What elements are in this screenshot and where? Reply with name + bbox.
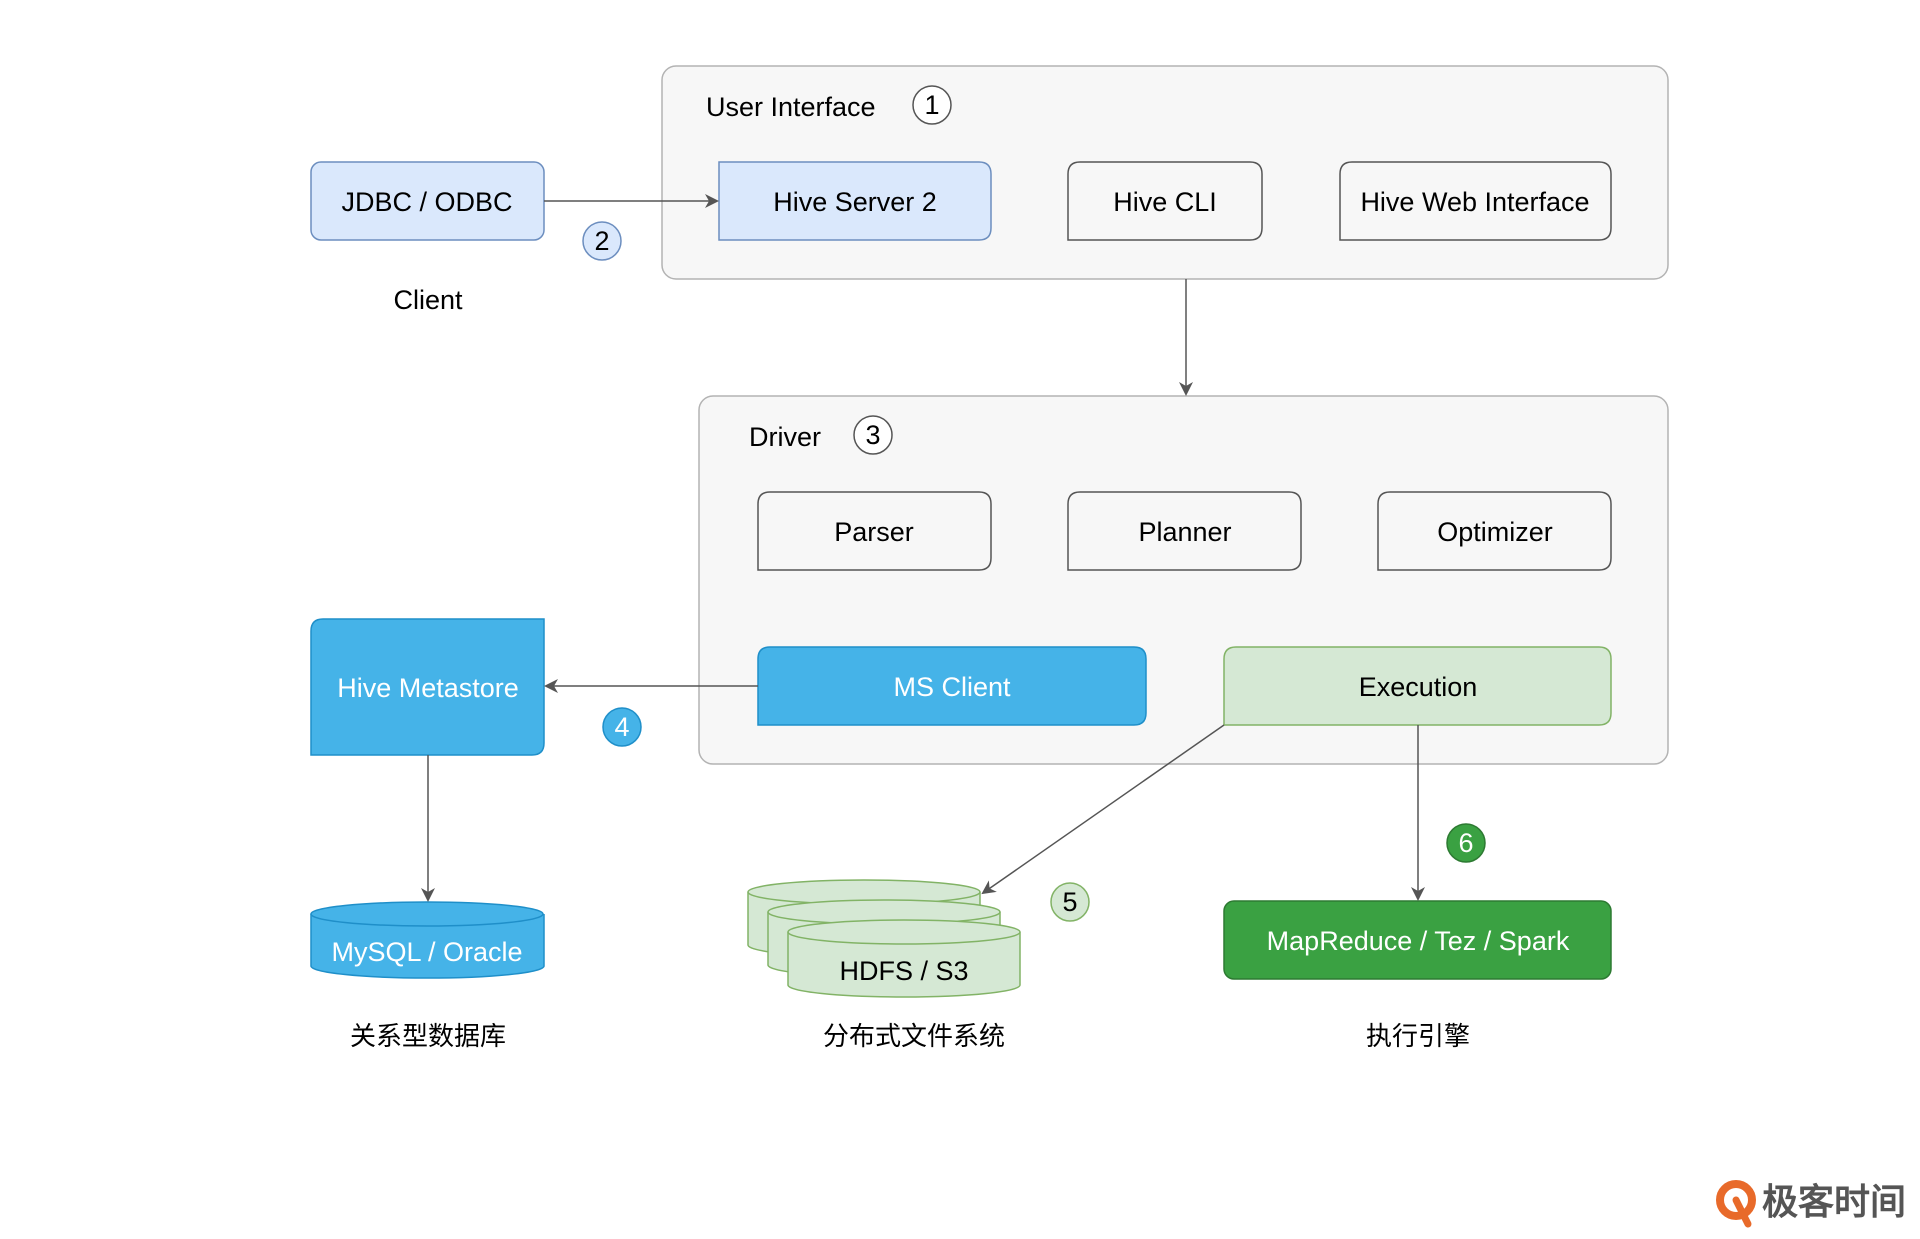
hive-cli-label: Hive CLI (1113, 187, 1217, 217)
client-caption: Client (393, 285, 463, 315)
execution-engine-label: MapReduce / Tez / Spark (1267, 926, 1570, 956)
hive-metastore-label: Hive Metastore (337, 673, 519, 703)
hive-web-interface-label: Hive Web Interface (1360, 187, 1589, 217)
step-5-badge: 5 (1050, 882, 1090, 922)
step-3-number: 3 (865, 420, 880, 450)
step-4-badge: 4 (602, 707, 642, 747)
ms-client-label: MS Client (893, 672, 1011, 702)
execution-engine-caption: 执行引擎 (1366, 1022, 1470, 1052)
mysql-oracle-label: MySQL / Oracle (331, 937, 522, 967)
step-6-badge: 6 (1446, 823, 1486, 863)
step-1-badge: 1 (912, 85, 952, 125)
hive-server-2-label: Hive Server 2 (773, 187, 937, 217)
planner-label: Planner (1138, 517, 1231, 547)
step-4-number: 4 (614, 712, 629, 742)
optimizer-box: Optimizer (1377, 491, 1612, 571)
geektime-logo: 极客时间 (1716, 1180, 1906, 1228)
jdbc-odbc-label: JDBC / ODBC (341, 187, 512, 217)
execution-label: Execution (1359, 672, 1478, 702)
planner-box: Planner (1067, 491, 1302, 571)
optimizer-label: Optimizer (1437, 517, 1553, 547)
geektime-logo-text: 极客时间 (1762, 1182, 1906, 1223)
driver-title: Driver (749, 422, 821, 452)
step-3-badge: 3 (853, 415, 893, 455)
parser-box: Parser (757, 491, 992, 571)
hive-web-interface-box: Hive Web Interface (1339, 161, 1612, 241)
arrow-execution-to-hdfs (981, 724, 1225, 895)
hive-cli-box: Hive CLI (1067, 161, 1263, 241)
execution-engine-box: MapReduce / Tez / Spark (1223, 900, 1612, 980)
geektime-logo-icon (1716, 1180, 1756, 1228)
relational-db-caption: 关系型数据库 (350, 1022, 506, 1052)
execution-box: Execution (1223, 646, 1612, 726)
distributed-fs-caption: 分布式文件系统 (823, 1022, 1005, 1052)
hdfs-s3-storage: HDFS / S3 (747, 879, 1021, 998)
jdbc-odbc-box: JDBC / ODBC (310, 161, 545, 241)
hive-server-2-box: Hive Server 2 (718, 161, 992, 241)
hdfs-s3-label: HDFS / S3 (839, 956, 968, 986)
step-1-number: 1 (924, 90, 939, 120)
ms-client-box: MS Client (757, 646, 1147, 726)
user-interface-title: User Interface (706, 92, 876, 122)
step-5-number: 5 (1062, 887, 1077, 917)
hive-metastore-box: Hive Metastore (310, 618, 545, 756)
parser-label: Parser (834, 517, 914, 547)
step-2-number: 2 (594, 226, 609, 256)
step-6-number: 6 (1458, 828, 1473, 858)
step-2-badge: 2 (582, 221, 622, 261)
mysql-oracle-database: MySQL / Oracle (310, 901, 545, 979)
